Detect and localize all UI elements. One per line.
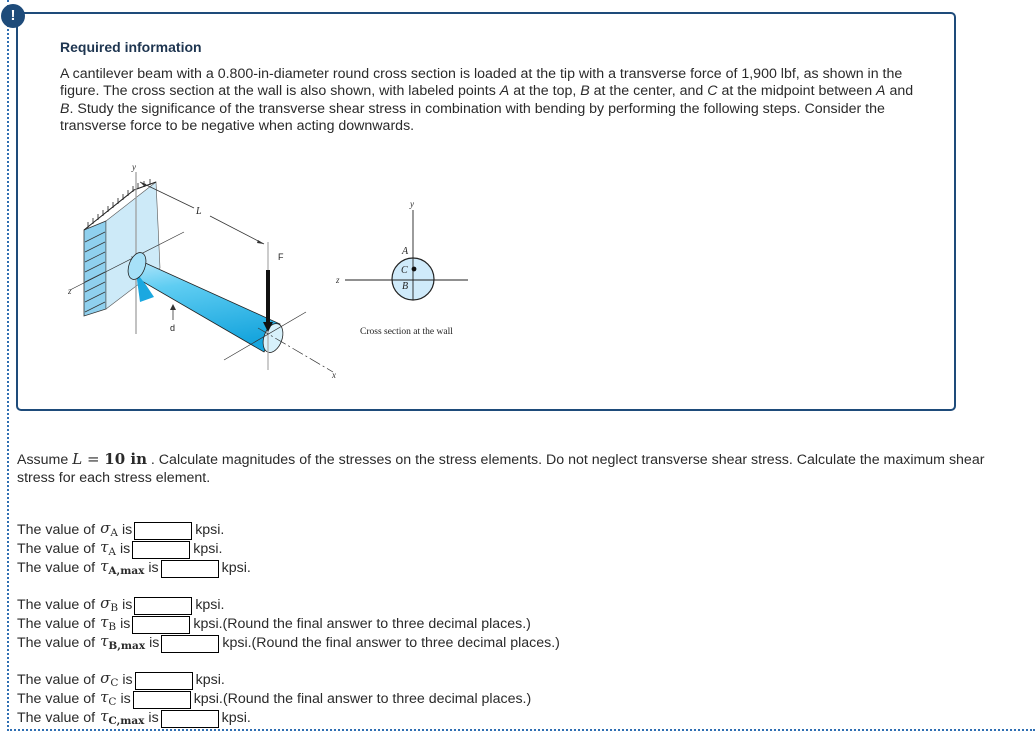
info-paragraph: A cantilever beam with a 0.800-in-diamet…	[60, 66, 914, 134]
cross-section-diagram: y z A C B Cross section at the wall	[335, 199, 468, 337]
cantilever-beam-figure: y z L F d x	[68, 162, 468, 380]
info-title: Required information	[60, 39, 202, 55]
tau-c-max-input[interactable]	[160, 709, 219, 728]
svg-text:x: x	[331, 370, 336, 380]
question-container	[7, 0, 1035, 731]
alert-icon: !	[1, 4, 25, 28]
sigma-a-input[interactable]	[134, 521, 193, 540]
sigma-b-input[interactable]	[134, 596, 193, 615]
svg-text:z: z	[68, 286, 72, 296]
svg-text:C: C	[401, 265, 408, 276]
svg-text:y: y	[409, 199, 414, 209]
beam	[127, 252, 284, 353]
svg-text:y: y	[131, 162, 136, 172]
svg-text:F: F	[278, 252, 284, 262]
svg-text:d: d	[170, 323, 175, 333]
svg-text:z: z	[335, 275, 340, 285]
problem-prompt: Assume L = 10 in . Calculate magnitudes …	[17, 450, 985, 486]
svg-text:L: L	[195, 206, 202, 217]
tau-b-input[interactable]	[132, 615, 191, 634]
tau-b-max-input[interactable]	[161, 634, 220, 653]
tau-a-input[interactable]	[132, 540, 191, 559]
tau-c-input[interactable]	[132, 690, 191, 709]
svg-text:A: A	[401, 246, 409, 257]
required-information-box: Required information A cantilever beam w…	[16, 12, 956, 411]
svg-text:Cross section at the wall: Cross section at the wall	[360, 327, 453, 337]
sigma-c-input[interactable]	[134, 671, 193, 690]
svg-text:B: B	[402, 281, 408, 292]
tau-a-max-input[interactable]	[160, 559, 219, 578]
